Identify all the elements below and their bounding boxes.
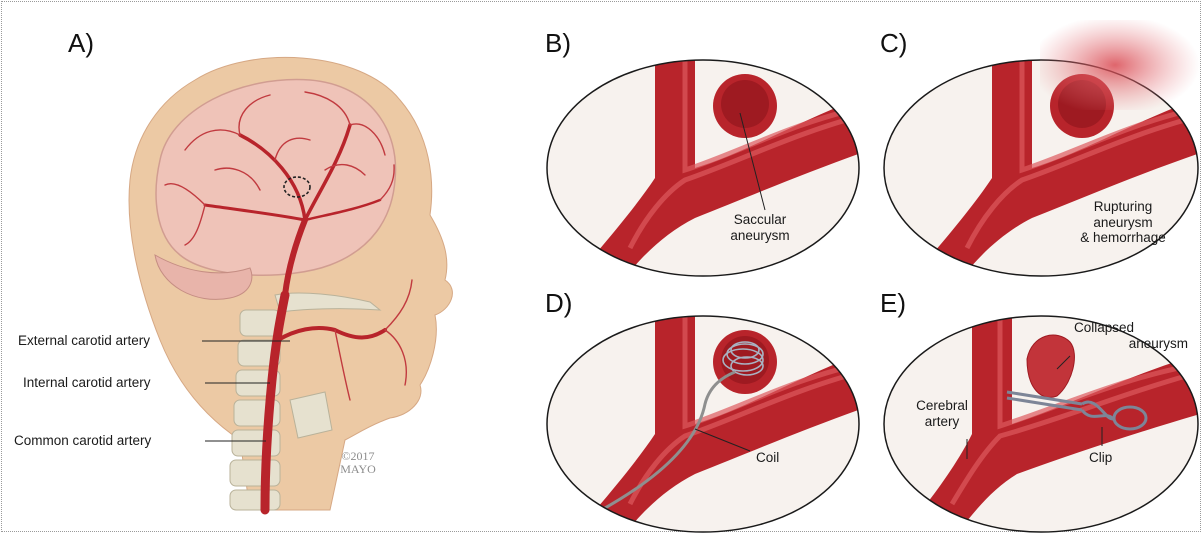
copyright-owner: MAYO [338,463,378,476]
label-cerebral-line1: Cerebral [912,398,972,414]
panel-a-leader-lines [0,0,480,534]
label-rupturing-line2: aneurysm [1068,215,1178,231]
coil-embolization-illustration [545,314,861,534]
copyright-year: ©2017 [338,450,378,463]
hemorrhage-glow [1040,20,1200,110]
label-internal-carotid-artery: Internal carotid artery [23,375,151,391]
label-rupturing-aneurysm: Rupturing aneurysm & hemorrhage [1068,199,1178,246]
label-saccular-aneurysm: Saccular aneurysm [720,212,800,243]
label-external-carotid-artery: External carotid artery [18,333,150,349]
label-rupturing-line1: Rupturing [1068,199,1178,215]
saccular-aneurysm-illustration [545,58,861,278]
label-saccular-line1: Saccular [720,212,800,228]
panel-e-letter: E) [880,290,906,316]
label-cerebral-line2: artery [912,414,972,430]
label-saccular-line2: aneurysm [720,228,800,244]
label-cerebral-artery: Cerebral artery [912,398,972,429]
label-coil: Coil [756,450,779,466]
label-collapsed-aneurysm: Collapsed aneurysm [1070,320,1188,351]
panel-d-letter: D) [545,290,572,316]
label-collapsed-line2: aneurysm [1070,336,1188,352]
label-collapsed-line1: Collapsed [1070,320,1188,336]
label-clip: Clip [1089,450,1112,466]
copyright-notice: ©2017 MAYO [338,450,378,475]
panel-b-letter: B) [545,30,571,56]
label-rupturing-line3: & hemorrhage [1068,230,1178,246]
label-common-carotid-artery: Common carotid artery [14,433,151,449]
panel-c-letter: C) [880,30,907,56]
